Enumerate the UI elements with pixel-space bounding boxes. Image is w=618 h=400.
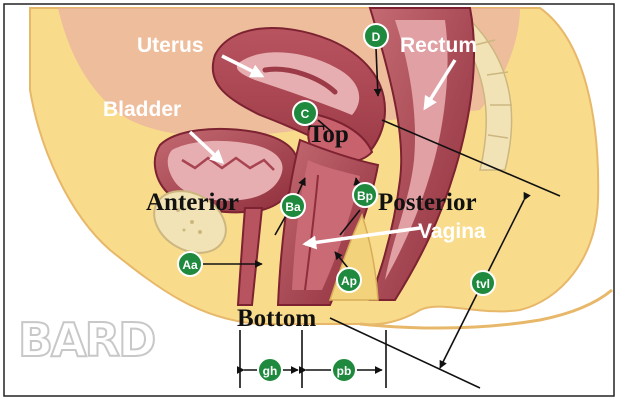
bladder-label: Bladder (103, 98, 181, 121)
svg-text:pb: pb (337, 364, 352, 378)
marker-c: C (293, 101, 317, 125)
rectum-label: Rectum (400, 34, 477, 57)
anterior-label: Anterior (146, 189, 239, 216)
vagina-label: Vagina (418, 220, 486, 243)
svg-text:tvl: tvl (476, 277, 490, 291)
svg-text:Bp: Bp (357, 189, 373, 203)
svg-text:D: D (372, 30, 381, 44)
posterior-label: Posterior (378, 189, 477, 216)
svg-text:C: C (301, 107, 310, 121)
svg-text:Ba: Ba (285, 200, 301, 214)
marker-tvl: tvl (471, 271, 495, 295)
marker-gh: gh (258, 358, 282, 382)
marker-aa: Aa (178, 252, 202, 276)
marker-d: D (364, 24, 388, 48)
bottom-label: Bottom (237, 305, 316, 332)
uterus-label: Uterus (137, 34, 204, 57)
svg-text:Aa: Aa (182, 258, 198, 272)
marker-ap: Ap (337, 268, 361, 292)
svg-text:Ap: Ap (341, 274, 357, 288)
marker-ba: Ba (281, 194, 305, 218)
top-label: Top (308, 121, 349, 148)
marker-bp: Bp (353, 183, 377, 207)
svg-text:gh: gh (263, 364, 278, 378)
marker-pb: pb (332, 358, 356, 382)
bard-logo: BARD (18, 313, 154, 367)
